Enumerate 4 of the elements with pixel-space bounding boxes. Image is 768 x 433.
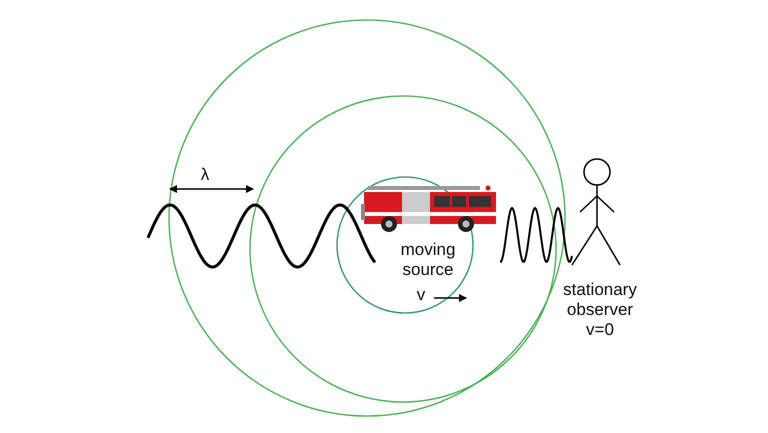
source-label: moving source bbox=[400, 240, 456, 280]
observer-velocity-label: v=0 bbox=[586, 320, 614, 340]
velocity-label: v bbox=[416, 285, 426, 305]
wavelength-symbol: λ bbox=[200, 165, 210, 185]
